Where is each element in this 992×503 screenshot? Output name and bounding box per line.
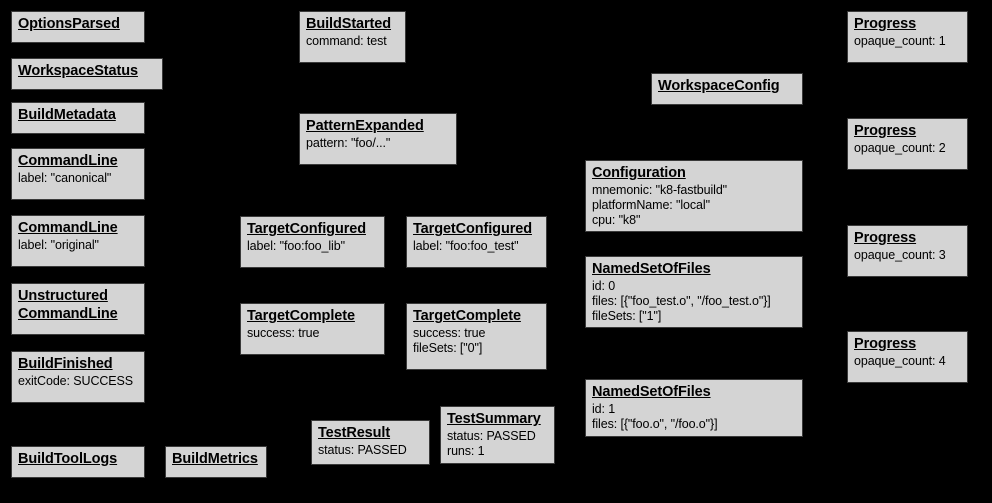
node-title: CommandLine (18, 153, 118, 169)
node-fields: label: "foo:foo_test" (413, 239, 540, 254)
node-field: label: "original" (18, 237, 99, 252)
node-fields: command: test (306, 34, 399, 49)
node-field: opaque_count: 3 (854, 247, 946, 262)
node-field: fileSets: ["1"] (592, 309, 662, 324)
node-title: TestSummary (447, 411, 541, 427)
node-field: fileSets: ["0"] (413, 340, 483, 355)
node-build-metrics[interactable]: BuildMetrics (165, 446, 267, 478)
node-fields: opaque_count: 1 (854, 34, 961, 49)
node-build-tool-logs[interactable]: BuildToolLogs (11, 446, 145, 478)
node-fields: label: "canonical" (18, 171, 138, 186)
node-title: CommandLine (18, 220, 118, 236)
node-title: BuildMetrics (172, 451, 258, 467)
node-field: platformName: "local" (592, 197, 710, 212)
node-field: runs: 1 (447, 443, 485, 458)
node-title: BuildMetadata (18, 107, 116, 123)
node-field: success: true (247, 325, 320, 340)
node-field: opaque_count: 4 (854, 353, 946, 368)
node-title: TargetConfigured (247, 221, 366, 237)
node-field: mnemonic: "k8-fastbuild" (592, 182, 728, 197)
node-title: Progress (854, 230, 917, 246)
node-options-parsed[interactable]: OptionsParsed (11, 11, 145, 43)
node-fields: mnemonic: "k8-fastbuild"platformName: "l… (592, 183, 796, 229)
node-title: Progress (854, 336, 917, 352)
node-fields: opaque_count: 2 (854, 141, 961, 156)
node-field: status: PASSED (447, 428, 536, 443)
node-title: TestResult (318, 425, 391, 441)
node-field: id: 1 (592, 401, 616, 416)
node-title: Progress (854, 16, 917, 32)
node-field: files: [{"foo_test.o", "/foo_test.o"}] (592, 293, 771, 308)
node-title: NamedSetOfFiles (592, 384, 711, 400)
node-field: opaque_count: 1 (854, 33, 946, 48)
node-fields: pattern: "foo/..." (306, 136, 450, 151)
node-title: Unstructured CommandLine (18, 288, 118, 322)
node-title: BuildStarted (306, 16, 392, 32)
node-field: status: PASSED (318, 442, 407, 457)
node-title: Progress (854, 123, 917, 139)
node-title: TargetComplete (247, 308, 355, 324)
node-field: label: "canonical" (18, 170, 112, 185)
node-field: label: "foo:foo_lib" (247, 238, 345, 253)
node-field: label: "foo:foo_test" (413, 238, 519, 253)
node-field: files: [{"foo.o", "/foo.o"}] (592, 416, 718, 431)
node-title: Configuration (592, 165, 686, 181)
node-title: BuildFinished (18, 356, 113, 372)
node-fields: label: "original" (18, 238, 138, 253)
node-unstructured-command-line[interactable]: Unstructured CommandLine (11, 283, 145, 335)
node-title: PatternExpanded (306, 118, 424, 134)
node-field: exitCode: SUCCESS (18, 373, 134, 388)
node-title: NamedSetOfFiles (592, 261, 711, 277)
node-title: OptionsParsed (18, 16, 120, 32)
node-field: success: true (413, 325, 486, 340)
node-fields: opaque_count: 3 (854, 248, 961, 263)
node-title: WorkspaceConfig (658, 78, 780, 94)
node-field: id: 0 (592, 278, 616, 293)
node-field: pattern: "foo/..." (306, 135, 391, 150)
node-field: cpu: "k8" (592, 213, 641, 228)
node-title: TargetConfigured (413, 221, 532, 237)
node-field: command: test (306, 33, 387, 48)
node-fields: status: PASSED (318, 443, 423, 458)
node-fields: exitCode: SUCCESS (18, 374, 138, 389)
node-title: WorkspaceStatus (18, 63, 138, 79)
node-title: TargetComplete (413, 308, 521, 324)
node-fields: label: "foo:foo_lib" (247, 239, 378, 254)
node-build-metadata[interactable]: BuildMetadata (11, 102, 145, 134)
node-title: BuildToolLogs (18, 451, 118, 467)
node-fields: success: true (247, 326, 378, 341)
node-workspace-config[interactable]: WorkspaceConfig (651, 73, 803, 105)
node-field: opaque_count: 2 (854, 140, 946, 155)
node-fields: opaque_count: 4 (854, 354, 961, 369)
node-workspace-status[interactable]: WorkspaceStatus (11, 58, 163, 90)
